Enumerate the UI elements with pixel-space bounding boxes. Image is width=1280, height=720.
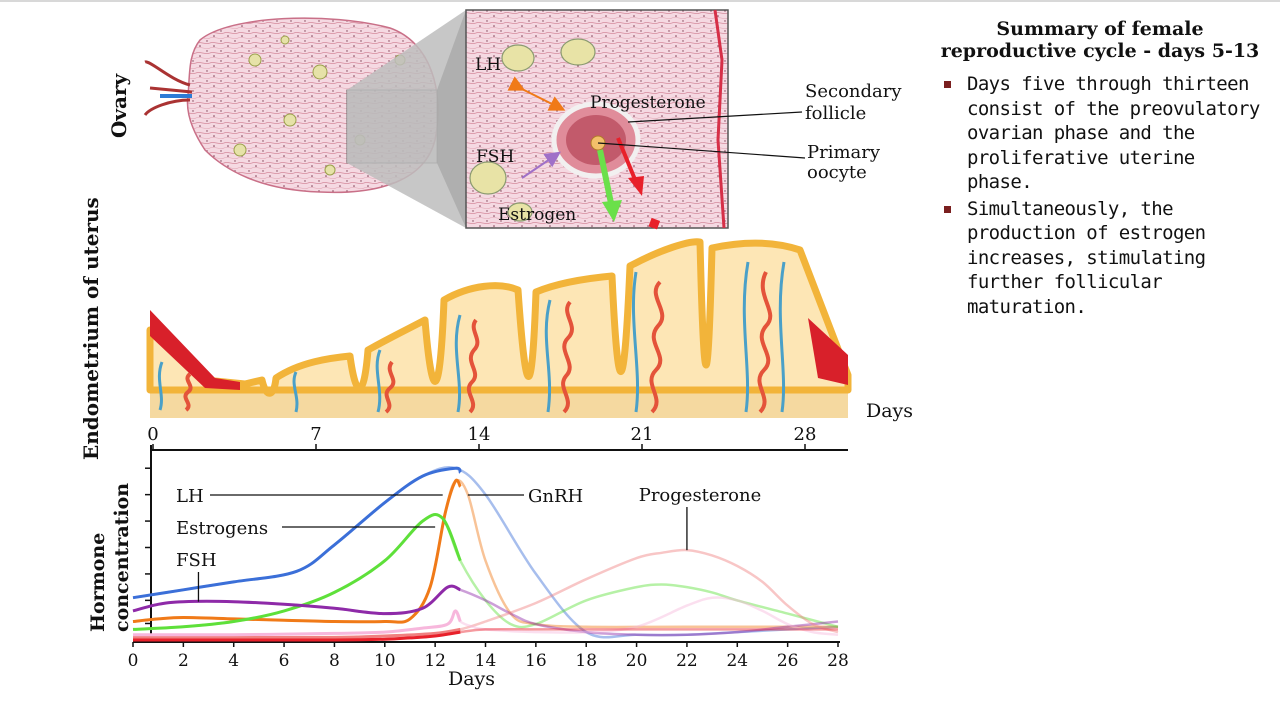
endometrium-day-axis: 0 7 14 21 28 <box>147 424 848 451</box>
x-tick-label: 14 <box>475 651 497 671</box>
x-tick-label: 28 <box>827 651 849 671</box>
summary-panel: Summary of female reproductive cycle - d… <box>935 18 1265 321</box>
summary-bullet-text: Simultaneously, the production of estrog… <box>967 197 1206 318</box>
x-tick-label: 10 <box>374 651 396 671</box>
progesterone-label: Progesterone <box>590 93 706 113</box>
estrogen-label: Estrogen <box>498 205 576 225</box>
lh-arrow <box>507 76 566 111</box>
x-axis-label: Days <box>448 668 495 690</box>
lh-curve <box>132 466 462 600</box>
zoom-connector-shade <box>437 10 466 228</box>
lh-curve-label: LH <box>176 486 204 507</box>
endometrium-tick-label: 28 <box>794 424 817 445</box>
cycle-figure: Ovary LH FSH Progesterone <box>79 9 913 690</box>
endometrium-tick-label: 14 <box>468 424 491 445</box>
endometrium-tick-label: 7 <box>310 424 321 445</box>
chart-series <box>132 466 839 642</box>
menstrual-shedding <box>150 310 848 390</box>
x-tick-label: 16 <box>525 651 547 671</box>
progesterone-curve-label: Progesterone <box>639 485 762 506</box>
x-tick-label: 24 <box>726 651 748 671</box>
x-tick-label: 0 <box>128 651 139 671</box>
fsh-curve-label: FSH <box>176 550 217 571</box>
progesterone-curve <box>133 627 461 639</box>
estrogen-arrowhead <box>602 200 622 222</box>
estrogens-curve-label: Estrogens <box>176 518 268 539</box>
endometrium-lining <box>146 238 852 397</box>
summary-bullet: Simultaneously, the production of estrog… <box>935 197 1265 320</box>
spiral-arteries <box>183 271 773 414</box>
x-tick-label: 12 <box>424 651 446 671</box>
red-marker <box>648 217 661 230</box>
x-tick-label: 2 <box>178 651 189 671</box>
follicle-closeup <box>465 9 729 229</box>
progesterone-arrow <box>616 137 638 183</box>
lh-label: LH <box>475 55 501 75</box>
gnrh-curve-label: GnRH <box>528 486 583 507</box>
endometrium-tick-label: 21 <box>631 424 654 445</box>
x-tick-label: 4 <box>228 651 239 671</box>
x-tick-label: 26 <box>777 651 799 671</box>
fsh-label: FSH <box>476 147 514 167</box>
summary-title: Summary of female reproductive cycle - d… <box>940 18 1260 62</box>
bullet-marker <box>944 81 951 88</box>
summary-bullet: Days five through thirteen consist of th… <box>935 72 1265 195</box>
x-tick-label: 22 <box>676 651 698 671</box>
endometrium-illustration <box>146 238 852 418</box>
secondary-follicle-pointer <box>627 111 803 123</box>
progesterone-arrowhead <box>628 176 644 196</box>
gnrh-curve <box>132 478 462 624</box>
summary-bullet-text: Days five through thirteen consist of th… <box>967 73 1260 193</box>
primary-oocyte-pointer <box>597 142 806 159</box>
uterine-glands <box>157 261 786 413</box>
fsh-arrow <box>521 151 561 179</box>
ovary-side-label: Ovary <box>107 72 131 138</box>
top-divider <box>0 0 1280 2</box>
bullet-marker <box>944 205 951 213</box>
summary-list: Days five through thirteen consist of th… <box>935 72 1265 319</box>
series-5-curve <box>132 609 462 637</box>
x-tick-label: 18 <box>575 651 597 671</box>
series-6-curve <box>132 630 461 642</box>
fsh-curve <box>132 584 461 616</box>
x-tick-label: 6 <box>279 651 290 671</box>
x-tick-label: 8 <box>329 651 340 671</box>
x-tick-label: 20 <box>626 651 648 671</box>
ovary-ligament <box>143 60 193 117</box>
endometrium-days-label: Days <box>866 400 913 422</box>
zoom-connector <box>347 10 466 228</box>
endometrium-tick-label: 0 <box>147 424 158 445</box>
estrogens-curve <box>132 512 462 631</box>
endometrium-side-label: Endometrium of uterus <box>79 197 103 460</box>
estrogen-arrow <box>597 149 615 209</box>
